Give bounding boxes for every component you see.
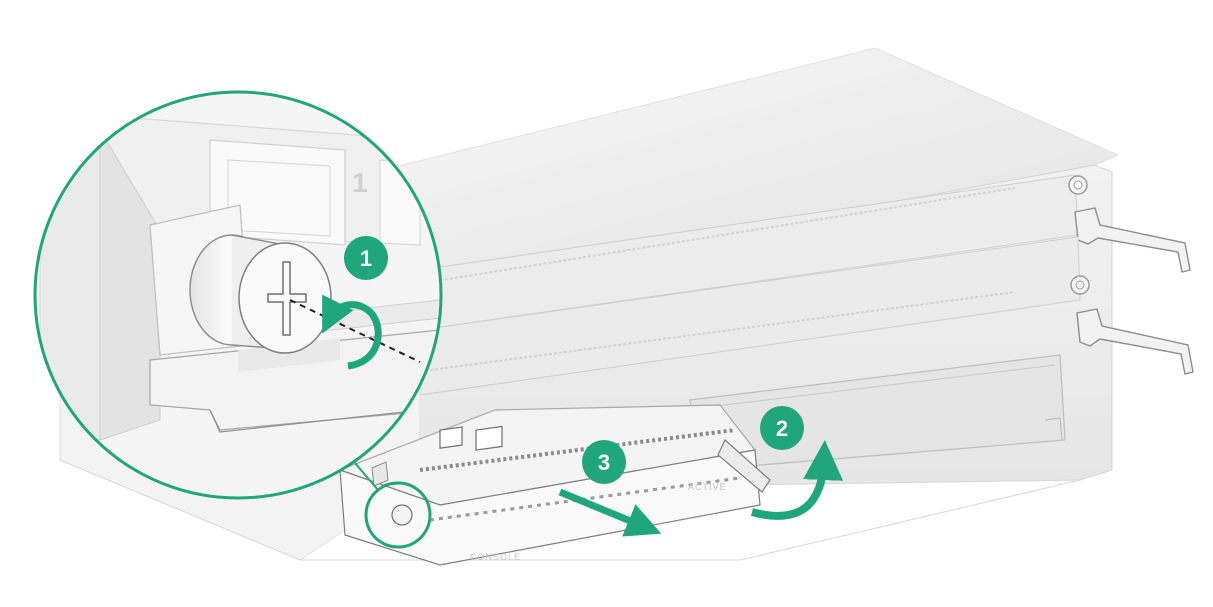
interface-module: ACTIVE CONSOLE <box>338 404 771 566</box>
thumbscrew-icon <box>1068 175 1088 195</box>
svg-text:2: 2 <box>776 416 788 441</box>
step-2-arrow <box>750 440 844 520</box>
module-mark-console: CONSOLE <box>470 552 521 562</box>
thumbscrew-icon <box>1070 275 1090 295</box>
screw-slot-icon <box>267 261 307 336</box>
step-1-rotation-arrow <box>322 294 382 370</box>
ejector-handle <box>1074 207 1191 273</box>
step-3-arrow <box>558 488 662 537</box>
module-front-panel <box>339 449 761 566</box>
module-port <box>475 425 503 451</box>
callout-leader-line <box>354 462 379 491</box>
chassis-base-edge <box>59 459 1081 561</box>
step-badge-3: 3 <box>582 440 626 484</box>
step-badge-1: 1 <box>344 236 388 280</box>
step-badge-2: 2 <box>760 406 804 450</box>
screw-highlight-ring <box>364 481 432 549</box>
zoom-inset-ring <box>33 90 443 500</box>
ejector-handle <box>1076 308 1194 375</box>
screw-axis-line <box>289 299 421 363</box>
module-ejector-lever <box>717 439 771 493</box>
captive-screw-head <box>238 242 332 354</box>
module-captive-screw-icon <box>391 504 413 526</box>
slot-label-1: 1 <box>352 167 368 198</box>
svg-text:3: 3 <box>598 450 610 475</box>
card-slot-middle <box>419 236 1194 396</box>
svg-text:1: 1 <box>360 246 372 271</box>
module-port <box>439 426 463 449</box>
module-mark-active: ACTIVE <box>688 482 727 492</box>
